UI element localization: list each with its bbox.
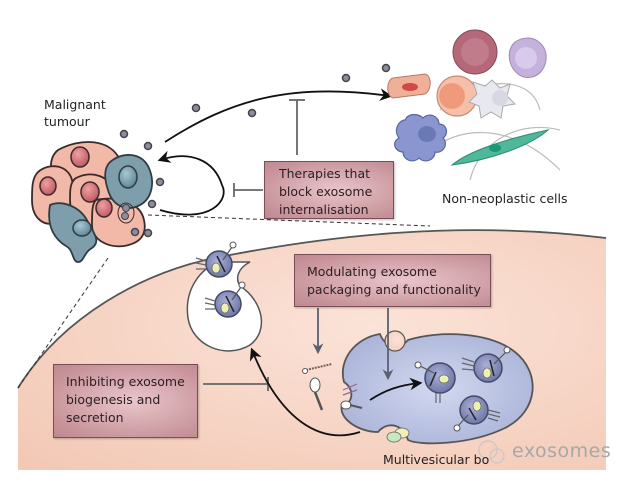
secretion-arrow (249, 347, 361, 437)
modulation-arrows (312, 308, 394, 381)
mvb-to-ilv-arrow (369, 377, 423, 401)
secreted-exosomes (119, 63, 391, 238)
malignant-tumour-label: Malignant tumour (44, 97, 106, 129)
zoom-guide-lines (17, 214, 431, 389)
therapy-box-inhibit-biogenesis: Inhibiting exosome biogenesis and secret… (53, 364, 198, 438)
autocrine-loop-arrow (157, 150, 225, 216)
therapy-box-block-internalisation: Therapies that block exosome internalisa… (264, 161, 394, 219)
inhibition-bars (203, 99, 305, 391)
intraluminal-vesicle (461, 346, 511, 383)
tumour-cell-cluster (31, 141, 153, 263)
exosome-transfer-arrow (164, 88, 393, 143)
wechat-icon (478, 440, 505, 464)
non-neoplastic-cells-label: Non-neoplastic cells (442, 191, 568, 206)
intraluminal-vesicle (453, 395, 501, 432)
non-neoplastic-cells (387, 29, 561, 181)
internalised-exosome (195, 241, 237, 278)
intraluminal-vesicle (414, 361, 456, 403)
internalised-exosome (204, 281, 246, 318)
therapy-box-modulate-packaging: Modulating exosome packaging and functio… (294, 254, 491, 307)
watermark-text: exosomes (512, 440, 612, 462)
multivesicular-body-label: Multivesicular bo (383, 452, 490, 467)
cargo-molecules (302, 363, 363, 411)
